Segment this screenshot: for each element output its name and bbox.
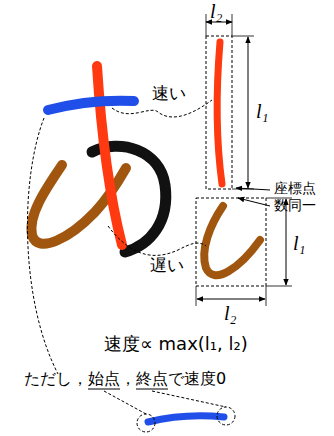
note-label: 座標点 数同一 [274, 180, 319, 214]
leader-line [27, 118, 58, 374]
dimension-l2 [197, 299, 265, 300]
speed-label: 遅い [150, 256, 184, 276]
leader-line [104, 391, 146, 414]
dimension-label: l₁ [256, 100, 269, 123]
bounding-box [196, 198, 266, 286]
bounding-box [206, 36, 232, 189]
dimension-label: l₁ [293, 232, 306, 255]
speed-label: 速い [152, 84, 186, 104]
red-stroke-copy [217, 42, 222, 184]
dimension-label: l₂ [224, 302, 237, 325]
pointer [236, 188, 270, 190]
underline [136, 389, 168, 390]
note-text: ただし，始点，終点で速度0 [24, 370, 226, 388]
end-circle [217, 407, 235, 425]
pointer [238, 198, 270, 206]
formula: 速度∝ max(l₁, l₂) [104, 334, 248, 355]
dimension-label: l₂ [210, 0, 223, 23]
blue-stroke [48, 101, 134, 110]
dimension-l1 [248, 37, 249, 188]
underline [88, 389, 120, 390]
brown-stroke-copy [204, 206, 260, 275]
start-circle [137, 414, 155, 432]
blue-stroke-copy [148, 416, 224, 422]
leader-line [108, 226, 206, 255]
leader-line [152, 391, 226, 407]
red-stroke [97, 66, 122, 245]
